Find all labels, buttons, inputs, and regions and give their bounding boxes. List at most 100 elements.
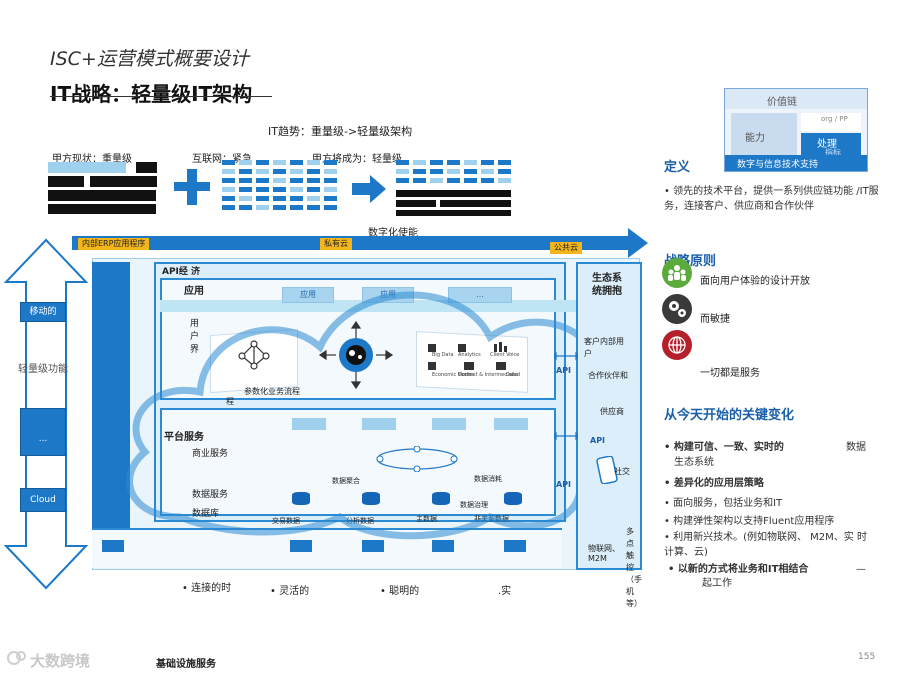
infra-label: 基础设施服务 [156, 659, 216, 670]
master-data-label: 主数据 [416, 515, 437, 523]
watermark-logo-icon [7, 651, 26, 665]
value-chain-footer: 数字与信息技术支持 [737, 160, 819, 170]
cloud-outline [126, 291, 623, 540]
service-button[interactable]: ... [20, 408, 66, 456]
platform-panel [160, 408, 556, 516]
business-service-label: 商业服务 [192, 449, 229, 459]
gear-icon [662, 294, 692, 324]
database-label: 数据库 [192, 509, 220, 519]
change-4: • 构建弹性架构以支持Fluent应用程序 [664, 516, 835, 527]
value-chain-org: org / PP [821, 115, 848, 123]
platform-chip-1 [292, 418, 326, 430]
api-economy-label: API经 济 [162, 267, 201, 277]
suppliers-label: 供应商 [600, 407, 624, 416]
cloud-button[interactable]: Cloud [20, 488, 66, 512]
data-agg-label: 数据聚合 [332, 477, 360, 485]
db-cylinder-2 [362, 492, 380, 505]
icon-label-data: Data [506, 372, 518, 378]
title-strike-line [50, 96, 272, 97]
internet-grid-graphic [222, 160, 337, 210]
db-cylinder-4 [504, 492, 522, 505]
smart-label: • 聪明的 [380, 586, 420, 597]
digital-banner [72, 228, 648, 258]
infra-square-4 [432, 540, 454, 552]
db-cylinder-1 [292, 492, 310, 505]
infra-square-1 [102, 540, 124, 552]
public-cloud-tag: 公共云 [550, 242, 582, 254]
value-chain-box: 价值链 能力 org / PP 处理 指标 数字与信息技术支持 [724, 88, 868, 172]
icon-label-client-voice: Client Voice [490, 352, 520, 358]
db-cylinder-3 [432, 492, 450, 505]
app-chip-1[interactable]: 应用 [282, 287, 334, 303]
mobile-button[interactable]: 移动的 [20, 302, 66, 322]
principle-3: 一切都是服务 [700, 368, 760, 379]
infra-square-2 [290, 540, 312, 552]
chevron-icon: 程 [226, 397, 234, 406]
param-flow-label: 参数化业务流程 [244, 387, 300, 396]
page-title: IT战略：轻量级IT架构 [50, 82, 253, 106]
application-label: 应用 [184, 286, 204, 297]
principle-2: 而敏捷 [700, 314, 730, 325]
integration-hub-icon [318, 320, 394, 390]
flexible-label: • 灵活的 [270, 586, 310, 597]
page-number: 155 [858, 652, 876, 662]
subtitle: ISC+运营模式概要设计 [50, 48, 249, 70]
infra-bar [92, 528, 562, 568]
definition-text: • 领先的技术平台，提供一系列供应链功能 /IT服务，连接客户、供应商和合作伙伴 [664, 186, 879, 212]
ecosystem-label: 生态系统拥抱 [592, 273, 622, 297]
definition-title: 定义 [664, 160, 691, 175]
value-chain-title: 价值链 [767, 97, 797, 108]
app-chip-3[interactable]: ... [448, 287, 512, 303]
change-6-dash: — [856, 564, 866, 575]
infra-square-3 [362, 540, 384, 552]
social-label: 社交 [614, 467, 630, 476]
icon-label-analytics: Analytics [458, 352, 481, 358]
icon-label-context: Context & Intermediated [458, 372, 521, 378]
change-1a: • 构建可信、一致、实时的 [664, 442, 784, 453]
change-title: 从今天开始的关键变化 [664, 408, 795, 423]
change-3: • 面向服务，包括业务和IT [664, 498, 783, 509]
change-6: • 以新的方式将业务和IT相结合 [668, 564, 809, 575]
arrow-right-icon [352, 175, 386, 203]
globe-icon [662, 330, 692, 360]
real-label: .实 [498, 586, 512, 597]
analytics-icons [428, 342, 507, 370]
api-label-right: API [590, 436, 606, 445]
application-band [160, 300, 638, 312]
icon-label-economic: Economic Modes [432, 372, 475, 378]
change-2: • 差异化的应用层策略 [664, 478, 764, 489]
platform-chip-2 [362, 418, 396, 430]
data-gov-label: 数据治理 [460, 501, 488, 509]
data-consume-label: 数据消耗 [474, 475, 502, 483]
trend-title: IT趋势：重量级->轻量级架构 [268, 125, 413, 138]
change-6c: 起工作 [702, 578, 732, 589]
value-chain-metric: 指标 [825, 148, 841, 157]
digital-label: 数字化使能 [368, 228, 418, 239]
mobile-phone-icon [596, 456, 618, 484]
trade-data-label: 交易数据 [272, 517, 300, 525]
erp-column [92, 262, 130, 528]
value-chain-process: 处理 [817, 139, 837, 150]
business-service-ring [376, 446, 458, 472]
lightweight-label: 轻量级功能 [18, 364, 68, 375]
principle-1: 面向用户体验的设计开放 [700, 276, 810, 287]
ui-label: 用户界 [190, 319, 200, 355]
icon-label-big-data: Big Data [432, 352, 454, 358]
infra-square-5 [504, 540, 526, 552]
platform-chip-3 [432, 418, 466, 430]
iot-label: 物联网、M2M [588, 544, 620, 563]
api-connectors [554, 351, 578, 441]
change-5: • 利用新兴技术。(例如物联网、 M2M、实 时计算、云) [664, 532, 867, 558]
lightweight-graphic [396, 160, 511, 216]
erp-tag: 内部ERP应用程序 [78, 238, 150, 250]
platform-chip-4 [494, 418, 528, 430]
customer-internal-label: 客户内部用户 [584, 337, 624, 358]
connected-label: • 连接的时 [182, 583, 232, 594]
trend-left-label: 甲方现状：重量级 [52, 154, 132, 165]
ecosystem-panel [576, 262, 642, 570]
trend-right-label: 甲方将成为：轻量级 [312, 154, 402, 165]
partners-label: 合作伙伴和 [588, 371, 628, 380]
change-1b: 数据 [846, 442, 866, 453]
multi-touch-label: 多点触控（手机等） [626, 527, 642, 608]
change-1c: 生态系统 [674, 457, 714, 468]
